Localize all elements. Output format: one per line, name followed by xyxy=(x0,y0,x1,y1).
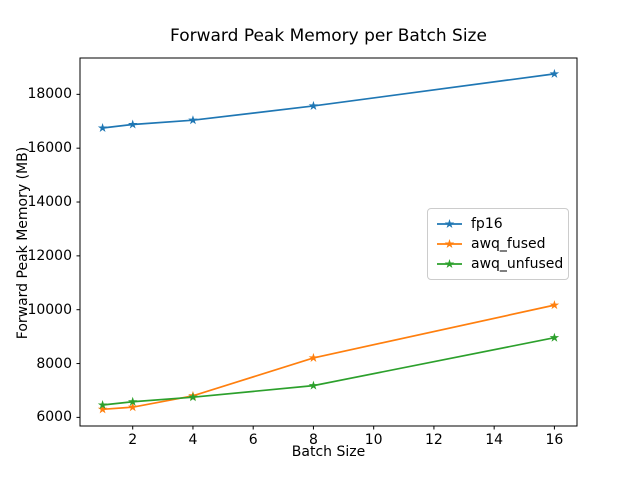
legend-line-sample xyxy=(437,219,462,229)
legend-item-awq_unfused: awq_unfused xyxy=(436,254,564,274)
data-point-marker xyxy=(127,396,138,406)
y-tick-label: 18000 xyxy=(27,86,72,103)
y-tick-label: 8000 xyxy=(36,355,72,372)
y-tick-label: 12000 xyxy=(27,247,72,264)
x-tick-label: 16 xyxy=(545,432,564,448)
y-tick-label: 10000 xyxy=(27,301,72,318)
x-tick-label: 10 xyxy=(364,432,383,448)
data-point-marker xyxy=(97,404,108,414)
series-line-fp16 xyxy=(101,73,556,129)
x-tick-label: 4 xyxy=(188,432,198,448)
y-tick-label: 14000 xyxy=(27,194,72,211)
data-point-marker xyxy=(308,380,319,390)
data-point-marker xyxy=(97,400,108,410)
x-tick-label: 8 xyxy=(308,432,318,448)
legend-label: awq_unfused xyxy=(471,256,564,272)
data-point-marker xyxy=(188,392,198,402)
y-tick-label: 6000 xyxy=(36,409,72,426)
legend-line-sample xyxy=(437,259,462,269)
x-tick-label: 14 xyxy=(485,432,504,448)
legend-label: fp16 xyxy=(471,216,503,232)
x-tick-label: 6 xyxy=(248,432,258,448)
legend: fp16 awq_fused awq_unfused xyxy=(427,208,569,280)
data-point-marker xyxy=(308,352,319,362)
legend-line-sample xyxy=(437,239,462,249)
chart-title: Forward Peak Memory per Batch Size xyxy=(170,26,487,46)
data-point-marker xyxy=(97,122,108,133)
data-point-marker xyxy=(127,402,138,412)
data-point-marker xyxy=(188,115,198,125)
y-tick-label: 16000 xyxy=(27,140,72,157)
data-point-marker xyxy=(308,100,319,110)
data-point-marker xyxy=(549,300,560,310)
plot-spines xyxy=(79,57,578,427)
data-point-marker xyxy=(549,332,560,342)
y-axis-label: Forward Peak Memory (MB) xyxy=(15,146,31,340)
x-axis-label: Batch Size xyxy=(291,444,366,460)
data-point-marker xyxy=(127,119,138,129)
data-point-marker xyxy=(549,68,560,78)
x-tick-label: 2 xyxy=(128,432,138,448)
legend-label: awq_fused xyxy=(471,236,546,252)
series-line-awq_unfused xyxy=(101,336,556,406)
legend-item-fp16: fp16 xyxy=(436,214,560,234)
legend-item-awq_fused: awq_fused xyxy=(436,234,560,254)
series-line-awq_fused xyxy=(101,304,556,411)
x-tick-label: 12 xyxy=(425,432,443,448)
